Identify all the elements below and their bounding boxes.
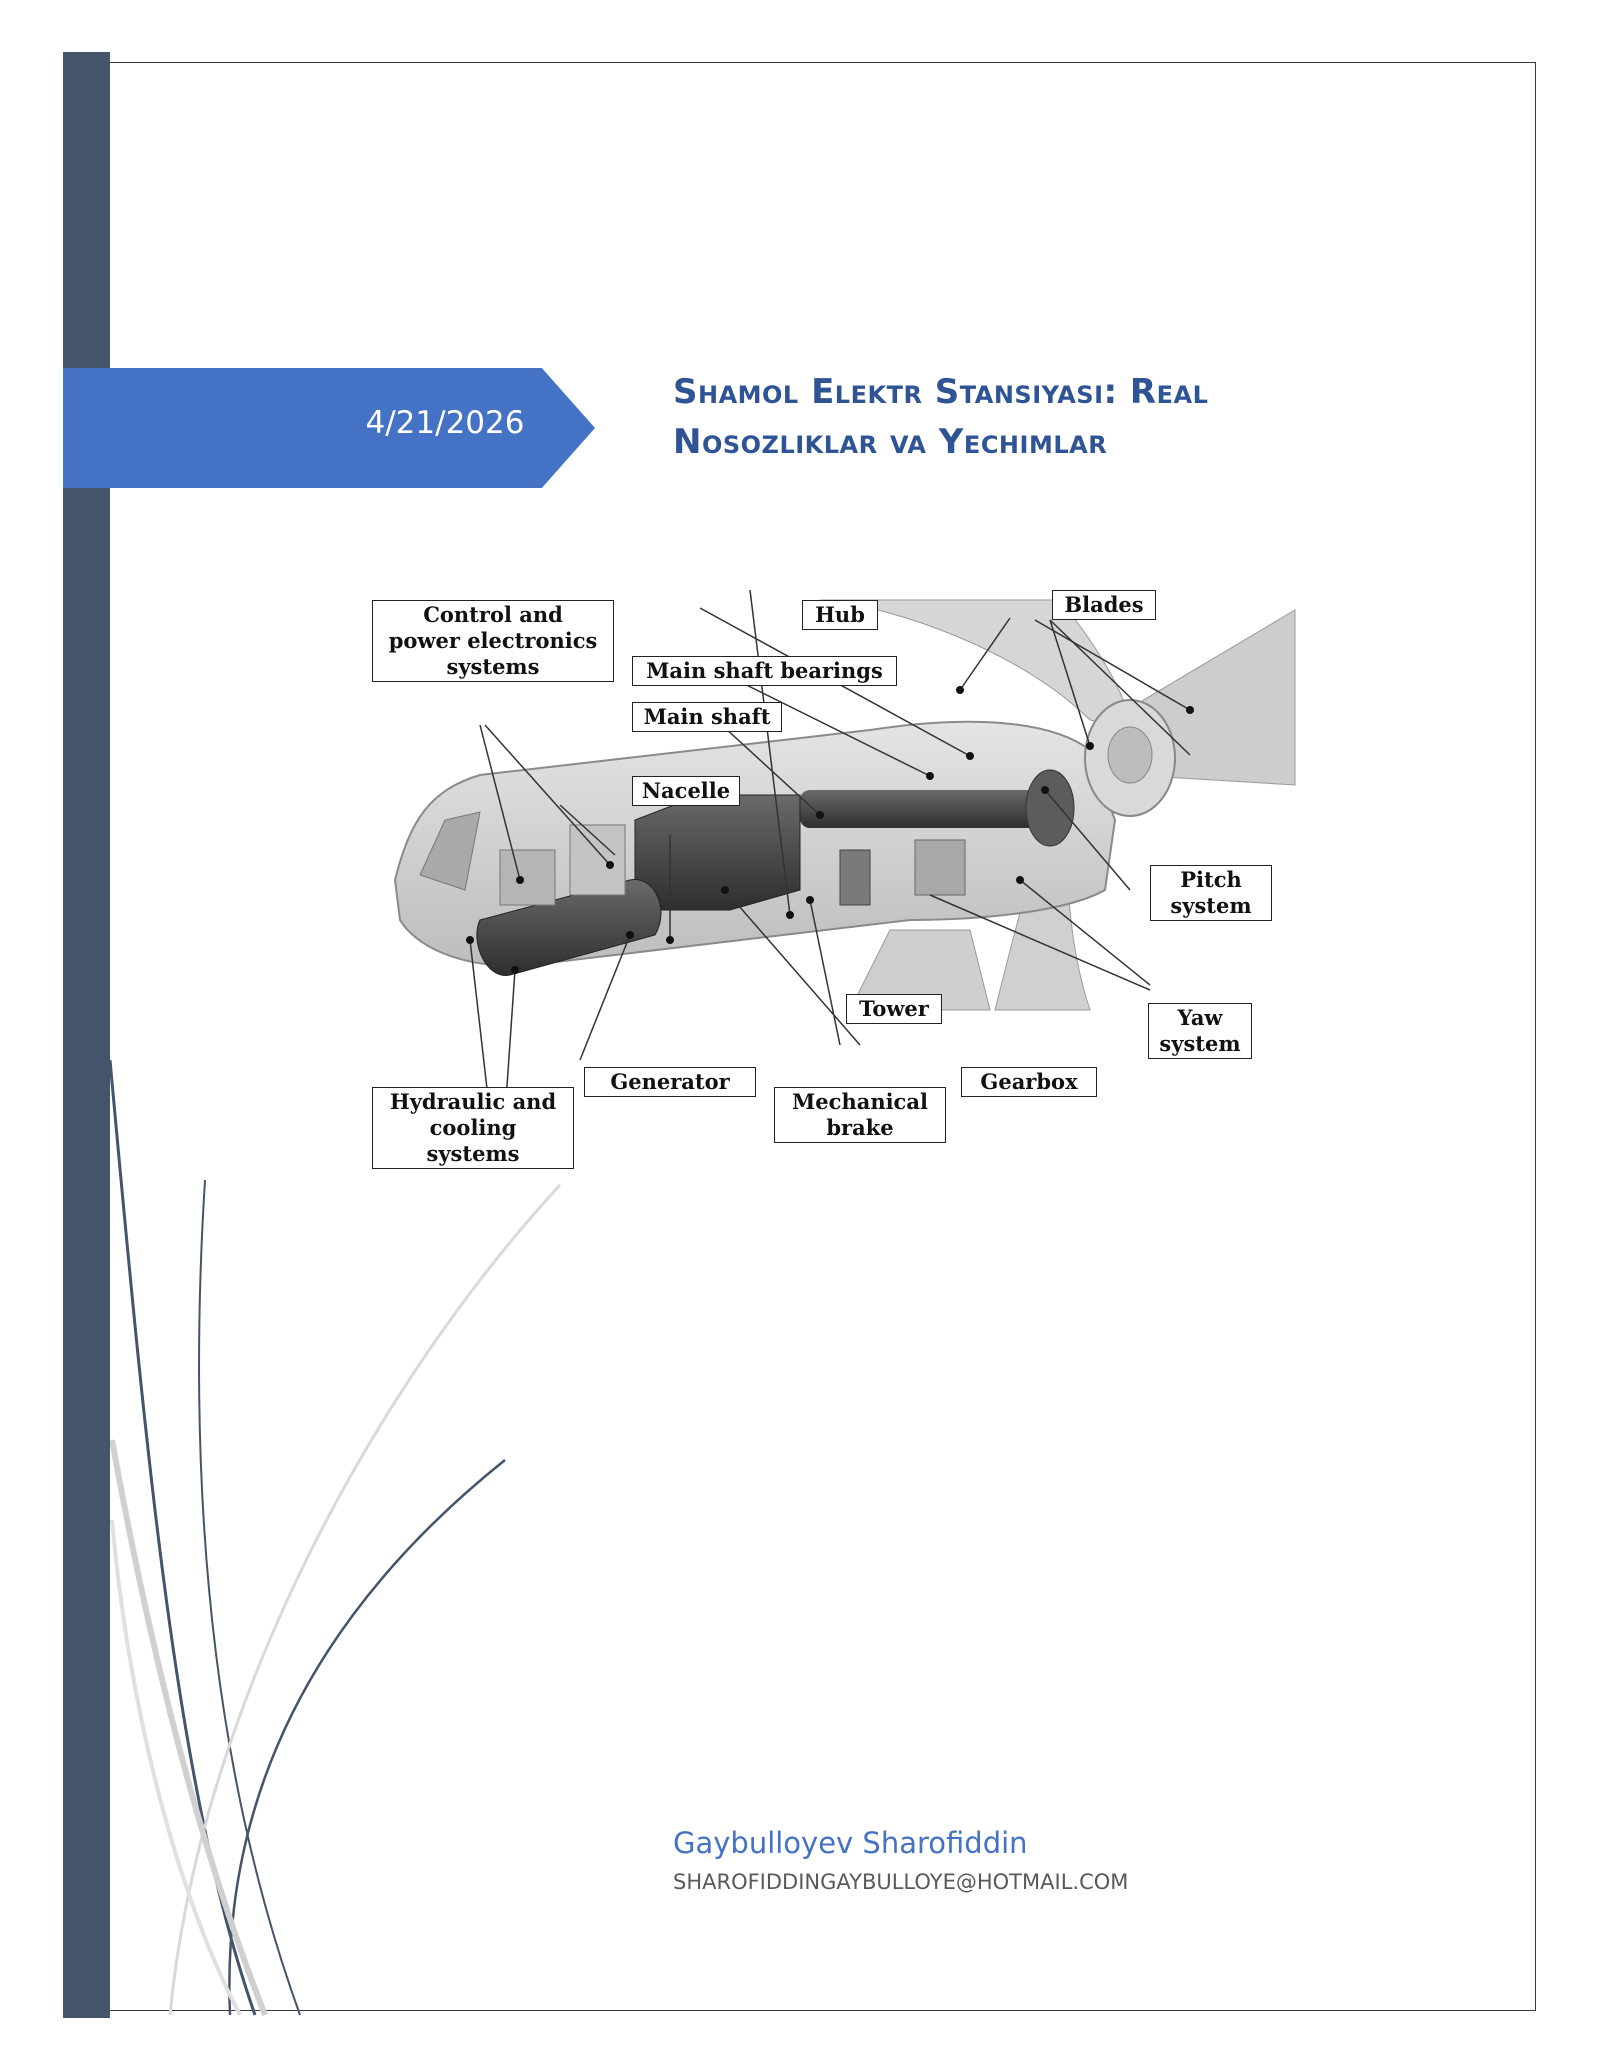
label-main-shaft: Main shaft [632,702,782,732]
cover-date: 4/21/2026 [365,405,525,441]
turbine-illustration [393,590,1296,1116]
label-tower: Tower [846,994,942,1024]
date-banner [63,368,595,488]
label-main-shaft-bearings: Main shaft bearings [632,656,897,686]
author-name: Gaybulloyev Sharofiddin [673,1826,1028,1860]
label-control-power-electronics: Control and power electronics systems [372,600,614,682]
side-bar [63,52,110,2018]
label-pitch-system: Pitch system [1150,865,1272,921]
title-line-1: Shamol Elektr Stansiyasi: Real [673,372,1209,412]
title-line-2: Nosozliklar va Yechimlar [673,422,1108,462]
document-title: Shamol Elektr Stansiyasi: Real Nosozlikl… [673,367,1393,467]
label-hydraulic-cooling: Hydraulic and cooling systems [372,1087,574,1169]
label-blades: Blades [1052,590,1156,620]
label-gearbox: Gearbox [961,1067,1097,1097]
wind-turbine-diagram: Control and power electronics systems Hu… [370,590,1300,1190]
author-email: SHAROFIDDINGAYBULLOYE@HOTMAIL.COM [673,1870,1129,1894]
label-generator: Generator [584,1067,756,1097]
label-yaw-system: Yaw system [1148,1003,1252,1059]
label-hub: Hub [802,600,878,630]
label-nacelle: Nacelle [632,776,740,806]
label-mechanical-brake: Mechanical brake [774,1087,946,1143]
